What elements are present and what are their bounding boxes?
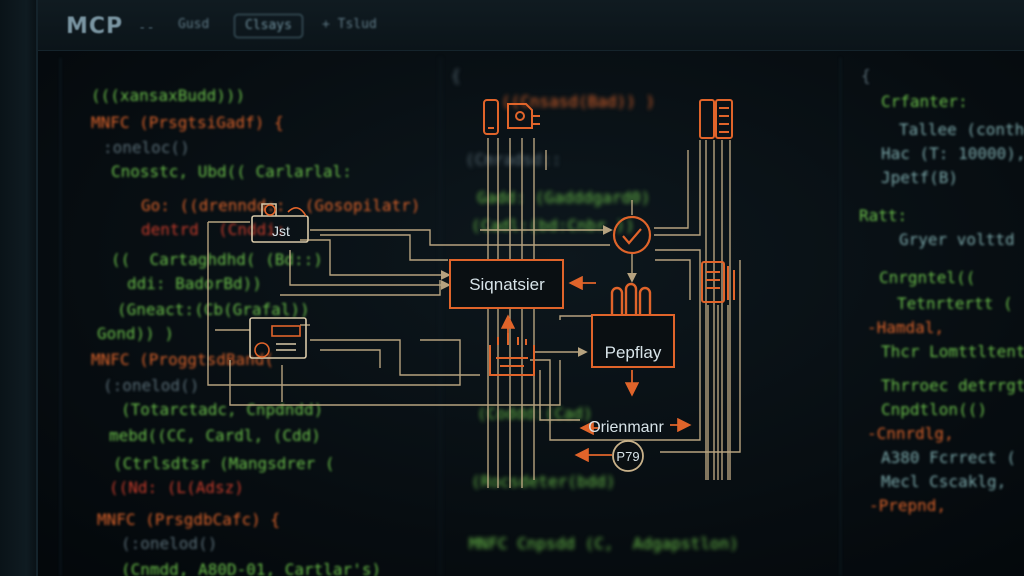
pepflay-label: Pepflay (605, 343, 662, 362)
code-line: Tetnrtertt ( (897, 294, 1013, 313)
server-rack-icon (699, 99, 733, 139)
tab-clsays[interactable]: Clsays (234, 14, 303, 38)
code-line: (Rocsdeter(bdd) (471, 472, 616, 491)
signaller-label: Siqnatsier (469, 275, 545, 294)
control-panel-icon (249, 317, 307, 359)
p79-label: P79 (616, 449, 639, 464)
code-line: Cnpdtlon(() (881, 400, 987, 419)
code-line: ((Cnsasd(Bad)) ) (501, 92, 656, 111)
code-line: Hac (T: 10000), (881, 144, 1024, 163)
phone-icon (483, 99, 499, 135)
code-line: MNFC Cnpsdd (C, Adgapstlon) (469, 534, 739, 553)
hub-device-icon (489, 333, 535, 376)
jst-label: Jst (272, 223, 290, 239)
code-line: Tallee (conthd (899, 120, 1024, 139)
code-line: Gond)) ) (97, 324, 175, 343)
code-line: (Cmradsd:: (465, 150, 562, 169)
code-line: MNFC (ProggtsdBand( (91, 350, 275, 369)
p79-node: P79 (612, 440, 644, 472)
code-line: :oneloc() (103, 138, 190, 157)
code-line: -Cnnrdlg, (867, 424, 954, 443)
code-line: Ratt: (859, 206, 908, 225)
code-line: Jpetf(B) (881, 168, 959, 187)
code-line: (Cnmdd, A80D-01, Cartlar's) (121, 560, 382, 576)
code-line: Gryer volttd (899, 230, 1015, 249)
check-circle-icon (612, 215, 652, 255)
code-line: MNFC (PrsgdbCafc) { (97, 510, 281, 529)
code-line: (( Cartaghdhd( (Bd::) (111, 250, 323, 269)
code-line: Gadd: (Gadddgard0) (477, 188, 651, 207)
monitor-bezel (0, 0, 38, 576)
code-line: (Coddd:(Cad) (477, 404, 593, 423)
code-line: (:onelod() (103, 376, 200, 395)
code-line: Go: ((drenndd:: (Gosopilatr) (141, 196, 421, 215)
code-line: -Prepnd, (869, 496, 947, 515)
code-line: Mecl Cscaklg, (881, 472, 1007, 491)
code-line: Cnosstc, Ubd(( Carlarlal: (111, 162, 352, 181)
code-line: Thcr Lomttltent (881, 342, 1024, 361)
document-stack-icon (701, 261, 735, 303)
code-line: ddi: BadorBd)) (127, 274, 262, 293)
router-icon (507, 103, 540, 129)
signaller-node: Siqnatsier (449, 259, 564, 309)
title-separator: -- (138, 20, 155, 36)
code-line: (Ctrlsdtsr (Mangsdrer ( (113, 454, 335, 473)
code-line: (((xansaxBudd))) (91, 86, 246, 105)
code-line: -Hamdal, (867, 318, 945, 337)
code-line: ((Nd: (L(Adsz) (109, 478, 244, 497)
code-line: A380 Fcrrect ( (881, 448, 1016, 467)
code-line: Cnrgntel(( (879, 268, 976, 287)
code-column-left: (((xansaxBudd))) MNFC (PrsgtsiGadf) { :one… (60, 58, 421, 576)
code-line: { (861, 66, 871, 85)
code-line: MNFC (PrsgtsiGadf) { (91, 113, 284, 132)
top-bar: MCP -- Gusd Clsays + Tslud (38, 0, 1024, 51)
code-line: Thrroec detrrgt (881, 376, 1024, 395)
code-line: (Gneact:(Cb(Grafal)) (117, 300, 310, 319)
code-line: (:onelod() (121, 534, 218, 553)
tab-tslud[interactable]: + Tslud (322, 17, 377, 32)
code-column-middle: {((Cnsasd(Bad)) )(Cmradsd::Gadd: (Gadddg… (440, 58, 771, 576)
code-line: { (451, 66, 461, 85)
orienmanr-label: Orienmanr (588, 419, 664, 436)
pepflay-node: Pepflay (591, 314, 675, 368)
app-title: MCP (66, 14, 124, 39)
tab-gusd[interactable]: Gusd (178, 17, 210, 32)
code-line: Crfanter: (881, 92, 968, 111)
toolbox-icon (251, 203, 309, 243)
code-line: mebd((CC, Cardl, (Cdd) (109, 426, 321, 445)
